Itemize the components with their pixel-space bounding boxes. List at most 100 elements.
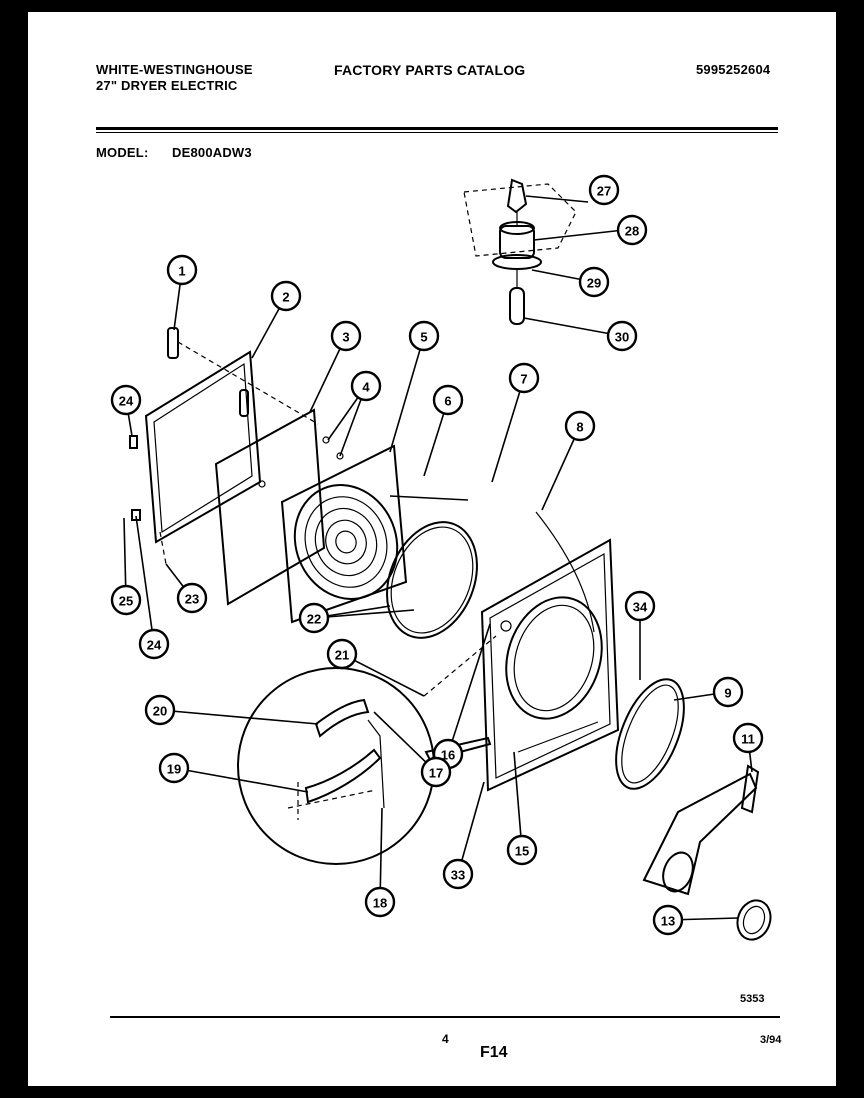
- callout-label: 28: [625, 224, 639, 239]
- callout-label: 29: [587, 276, 601, 291]
- callout-17: 17: [420, 756, 452, 788]
- callout-15: 15: [506, 834, 538, 866]
- callout-label: 11: [741, 732, 755, 747]
- callout-circle: [330, 320, 362, 352]
- callout-7: 7: [508, 362, 540, 394]
- catalog-title: FACTORY PARTS CATALOG: [334, 62, 526, 78]
- callout-30: 30: [606, 320, 638, 352]
- footer-rule: [110, 1016, 780, 1018]
- front-panel: [423, 511, 620, 792]
- callout-label: 9: [724, 686, 731, 701]
- callout-25: 25: [110, 584, 142, 616]
- callout-label: 15: [515, 844, 529, 859]
- callout-label: 4: [362, 380, 370, 395]
- inner-door: [280, 444, 469, 624]
- callout-8: 8: [564, 410, 596, 442]
- callout-circle: [110, 384, 142, 416]
- callout-label: 2: [282, 290, 289, 305]
- callout-label: 18: [373, 896, 387, 911]
- callout-circle: [652, 904, 684, 936]
- leader-lines: [123, 195, 753, 921]
- callout-34: 34: [624, 590, 656, 622]
- header-rule-thin: [96, 132, 778, 133]
- header-rule: [96, 127, 778, 130]
- callout-circle: [624, 590, 656, 622]
- callout-18: 18: [364, 886, 396, 918]
- callout-22: 22: [298, 602, 330, 634]
- callout-5: 5: [408, 320, 440, 352]
- callout-label: 25: [119, 594, 133, 609]
- callout-circle: [420, 756, 452, 788]
- callout-circle: [176, 582, 208, 614]
- callout-label: 1: [178, 264, 185, 279]
- catalog-date: 3/94: [760, 1034, 782, 1046]
- lint-filter-housing: [642, 764, 772, 941]
- callout-label: 17: [429, 766, 443, 781]
- callout-33: 33: [442, 858, 474, 890]
- callout-label: 13: [661, 914, 675, 929]
- brand-title: WHITE-WESTINGHOUSE: [96, 62, 253, 77]
- callout-9: 9: [712, 676, 744, 708]
- callout-label: 8: [576, 420, 583, 435]
- callout-circle: [138, 628, 170, 660]
- callout-circle: [350, 370, 382, 402]
- callout-circle: [110, 584, 142, 616]
- callout-circle: [166, 254, 198, 286]
- callout-label: 34: [633, 600, 648, 615]
- callout-circle: [712, 676, 744, 708]
- callout-6: 6: [432, 384, 464, 416]
- rear-door-panel: [129, 327, 319, 565]
- callout-29: 29: [578, 266, 610, 298]
- callout-label: 23: [185, 592, 199, 607]
- callout-2: 2: [270, 280, 302, 312]
- callout-1: 1: [166, 254, 198, 286]
- callout-circle: [144, 694, 176, 726]
- callout-circle: [606, 320, 638, 352]
- model-label: MODEL:: [96, 145, 149, 160]
- callout-circle: [508, 362, 540, 394]
- callout-circle: [564, 410, 596, 442]
- callout-circle: [270, 280, 302, 312]
- callout-13: 13: [652, 904, 684, 936]
- callout-23: 23: [176, 582, 208, 614]
- callout-label: 22: [307, 612, 321, 627]
- catalog-sheet: WHITE-WESTINGHOUSE 27" DRYER ELECTRIC FA…: [28, 12, 836, 1086]
- model-value: DE800ADW3: [172, 145, 252, 160]
- callout-24: 24: [138, 628, 170, 660]
- callout-circle: [616, 214, 648, 246]
- page-number: 4: [442, 1032, 449, 1046]
- callout-28: 28: [616, 214, 648, 246]
- callout-11: 11: [732, 722, 764, 754]
- door-seal-ring: [615, 678, 685, 790]
- callout-label: 21: [335, 648, 349, 663]
- callout-circle: [408, 320, 440, 352]
- callout-21: 21: [326, 638, 358, 670]
- callout-label: 27: [597, 184, 611, 199]
- door-gasket: [386, 521, 478, 639]
- callout-circle: [578, 266, 610, 298]
- lamp-socket-assembly: [463, 178, 577, 325]
- callout-27: 27: [588, 174, 620, 206]
- door-liner: [214, 408, 344, 606]
- product-title: 27" DRYER ELECTRIC: [96, 78, 238, 93]
- callout-circle: [326, 638, 358, 670]
- callout-group: 1234567891113151617181920212223242425272…: [110, 174, 764, 936]
- callout-24: 24: [110, 384, 142, 416]
- callout-label: 24: [119, 394, 134, 409]
- callout-label: 5: [420, 330, 427, 345]
- callout-label: 33: [451, 868, 465, 883]
- callout-20: 20: [144, 694, 176, 726]
- callout-3: 3: [330, 320, 362, 352]
- callout-label: 7: [520, 372, 527, 387]
- callout-label: 20: [153, 704, 167, 719]
- callout-label: 3: [342, 330, 349, 345]
- callout-circle: [364, 886, 396, 918]
- callout-label: 16: [441, 748, 455, 763]
- figure-number: F14: [480, 1044, 508, 1061]
- callout-circle: [588, 174, 620, 206]
- exploded-parts-diagram: 1234567891113151617181920212223242425272…: [110, 174, 772, 1005]
- callout-label: 6: [444, 394, 451, 409]
- callout-label: 30: [615, 330, 629, 345]
- callout-circle: [158, 752, 190, 784]
- callout-label: 24: [147, 638, 162, 653]
